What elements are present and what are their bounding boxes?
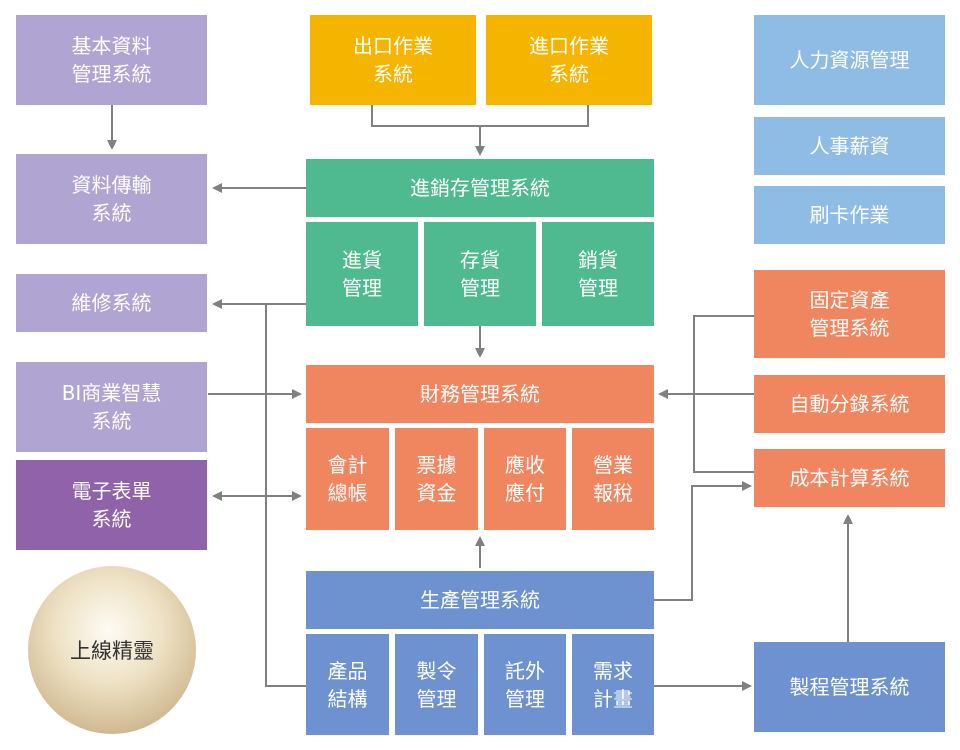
hr-management: 人力資源管理 <box>754 15 945 105</box>
accounting-ledger: 會計 總帳 <box>306 428 389 530</box>
line-assets-cost <box>693 315 754 473</box>
receivable-payable: 應收 應付 <box>484 428 566 530</box>
basic-data-system: 基本資料 管理系統 <box>16 15 207 105</box>
cost-calculation-system: 成本計算系統 <box>754 449 945 507</box>
notes-funds: 票據 資金 <box>395 428 478 530</box>
bracket-export-import <box>371 105 589 127</box>
onboarding-wizard-sphere: 上線精靈 <box>28 566 196 734</box>
finance-system-title: 財務管理系統 <box>306 365 654 423</box>
data-transfer-system: 資料傳輸 系統 <box>16 154 207 244</box>
manufacturing-order: 製令 管理 <box>395 634 478 735</box>
import-system: 進口作業 系統 <box>486 15 652 105</box>
export-system: 出口作業 系統 <box>310 15 476 105</box>
sales-management: 銷貨 管理 <box>542 222 654 326</box>
eform-system: 電子表單 系統 <box>16 460 207 550</box>
production-system-title: 生產管理系統 <box>306 571 654 629</box>
line-production-to-maintenance <box>265 304 306 687</box>
requirement-planning: 需求 計畫 <box>572 634 654 735</box>
maintenance-system: 維修系統 <box>16 274 207 332</box>
payroll: 人事薪資 <box>754 117 945 175</box>
arrow-production-to-cost <box>654 481 752 601</box>
stock-management: 存貨 管理 <box>424 222 536 326</box>
outsourcing-management: 託外 管理 <box>484 634 566 735</box>
inventory-system-title: 進銷存管理系統 <box>306 159 654 217</box>
purchase-management: 進貨 管理 <box>306 222 418 326</box>
attendance-card: 刷卡作業 <box>754 186 945 244</box>
bi-system: BI商業智慧 系統 <box>16 362 207 452</box>
wizard-label: 上線精靈 <box>70 639 154 663</box>
product-structure: 產品 結構 <box>306 634 389 735</box>
business-tax: 營業 報稅 <box>572 428 654 530</box>
fixed-assets-system: 固定資產 管理系統 <box>754 270 945 358</box>
auto-journal-system: 自動分錄系統 <box>754 375 945 433</box>
process-management-system: 製程管理系統 <box>754 642 945 732</box>
